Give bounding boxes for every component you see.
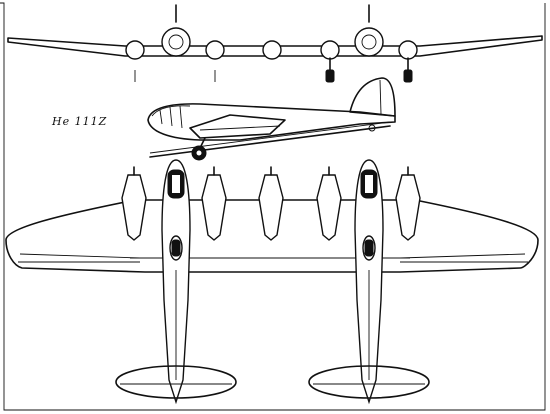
front-landing-gear	[134, 57, 413, 83]
side-engine-nacelle	[189, 114, 286, 139]
top-fuselage-right	[354, 159, 384, 405]
front-fuselage-right	[354, 4, 384, 57]
top-tailplane-right	[308, 365, 430, 399]
top-view	[5, 159, 539, 405]
top-nacelles	[121, 166, 421, 241]
top-wing	[5, 199, 539, 273]
side-landing-gear	[191, 124, 376, 161]
side-tail-fin	[349, 77, 396, 117]
side-cockpit	[151, 105, 191, 129]
model-label: He 111Z	[51, 115, 107, 128]
top-tailplane-left	[115, 365, 237, 399]
front-view	[7, 4, 543, 83]
side-view: He 111Z	[51, 77, 396, 161]
front-nacelles	[125, 40, 418, 60]
top-fuselage-left	[161, 159, 191, 405]
front-fuselage-left	[161, 4, 191, 57]
